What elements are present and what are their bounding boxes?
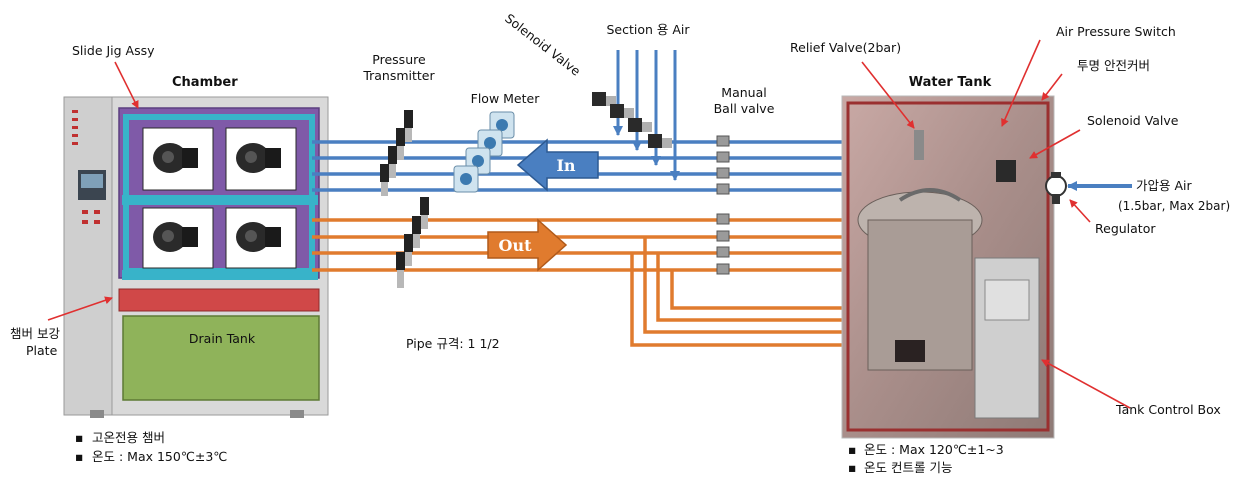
water-tank-title: Water Tank (909, 75, 992, 90)
plate-label-line2: Plate (26, 343, 58, 358)
dut-slot (143, 208, 213, 268)
in-label: In (556, 156, 575, 175)
in-arrow: In (518, 140, 598, 190)
solenoid-valve (628, 118, 652, 132)
pressure-transmitter-label-2: Transmitter (362, 68, 435, 83)
chamber-button (94, 210, 100, 214)
chamber-title: Chamber (172, 75, 238, 90)
relief-valve-label: Relief Valve(2bar) (790, 40, 901, 55)
chamber-indicator (72, 134, 78, 137)
air-pressure-switch-label: Air Pressure Switch (1056, 24, 1176, 39)
chamber-button (82, 220, 88, 224)
pressure-transmitter (404, 234, 413, 266)
tank-note-bullet: ▪ (848, 442, 856, 457)
chamber-foot (290, 410, 304, 418)
ball-valve (717, 136, 729, 146)
dut-slot (226, 128, 296, 190)
water-tank (842, 96, 1054, 438)
flow-meters (454, 112, 514, 192)
ball-valve (717, 231, 729, 241)
flow-meter-label: Flow Meter (471, 91, 541, 106)
chamber-indicator (72, 118, 78, 121)
chamber-button (94, 220, 100, 224)
ball-valve (717, 247, 729, 257)
pressure-transmitter (396, 252, 405, 288)
slide-jig-label: Slide Jig Assy (72, 43, 155, 58)
chamber-note-bullet: ▪ (75, 449, 83, 464)
pressure-transmitter (388, 146, 397, 178)
tank-note-bullet: ▪ (848, 460, 856, 475)
ball-valve (717, 152, 729, 162)
drain-tank (123, 316, 319, 400)
tank-solenoid-valve (996, 160, 1016, 182)
chamber-note-2: 온도 : Max 150℃±3℃ (92, 449, 227, 464)
ball-valve (717, 264, 729, 274)
chamber-foot (90, 410, 104, 418)
relief-valve (914, 130, 924, 160)
out-label: Out (499, 236, 533, 255)
air-label-line1: 가압용 Air (1136, 178, 1192, 193)
solenoid-valve (592, 92, 616, 106)
pipe-spec-label: Pipe 규격: 1 1/2 (406, 336, 500, 351)
chamber-display-screen (81, 174, 103, 188)
solenoid-valve (648, 134, 672, 148)
pressure-transmitter (396, 128, 405, 160)
manual-ball-valves (717, 136, 729, 274)
plate-label-line1: 챔버 보강 (10, 326, 60, 341)
chamber-note-1: 고온전용 챔버 (92, 430, 165, 445)
tank-solenoid-valve-label: Solenoid Valve (1087, 113, 1179, 128)
chamber-indicator (72, 110, 78, 113)
pressure-transmitter (412, 216, 421, 248)
section-air-label: Section 용 Air (606, 22, 690, 37)
control-box-label: Tank Control Box (1115, 402, 1221, 417)
pressure-transmitter (404, 110, 413, 142)
manual-ball-valve-label-2: Ball valve (714, 101, 775, 116)
out-arrow: Out (488, 220, 566, 270)
regulator-label: Regulator (1095, 221, 1156, 236)
chamber-side-panel (64, 97, 112, 415)
control-box-panel (985, 280, 1029, 320)
pressure-transmitter (380, 164, 389, 196)
chamber-indicator (72, 126, 78, 129)
pressure-transmitters (380, 110, 429, 288)
tank-note-2: 온도 컨트롤 기능 (864, 460, 952, 475)
pressure-transmitter (420, 197, 429, 229)
solenoid-valve (610, 104, 634, 118)
safety-cover-label: 투명 안전커버 (1077, 58, 1150, 73)
dut-slot (143, 128, 213, 190)
slide-jig-rail (122, 270, 318, 280)
chamber-reinforcement-plate (119, 289, 319, 311)
slide-jig-rail (122, 195, 318, 205)
dut-slot (226, 208, 296, 268)
drain-tank-label: Drain Tank (189, 331, 256, 346)
manual-ball-valve-label-1: Manual (721, 85, 766, 100)
tank-fitting (895, 340, 925, 362)
chamber (64, 97, 328, 418)
chamber-indicator (72, 142, 78, 145)
ball-valve (717, 184, 729, 194)
chamber-note-bullet: ▪ (75, 430, 83, 445)
ball-valve (717, 168, 729, 178)
ball-valve (717, 214, 729, 224)
outlet-pipes (312, 220, 842, 345)
solenoid-valve-label: Solenoid Valve (502, 11, 584, 79)
air-label-line2: (1.5bar, Max 2bar) (1118, 199, 1230, 213)
air-solenoid-valves (592, 92, 672, 148)
tank-note-1: 온도 : Max 120℃±1~3 (864, 442, 1004, 457)
flow-meter (454, 166, 478, 192)
chamber-button (82, 210, 88, 214)
pressure-transmitter-label-1: Pressure (372, 52, 426, 67)
